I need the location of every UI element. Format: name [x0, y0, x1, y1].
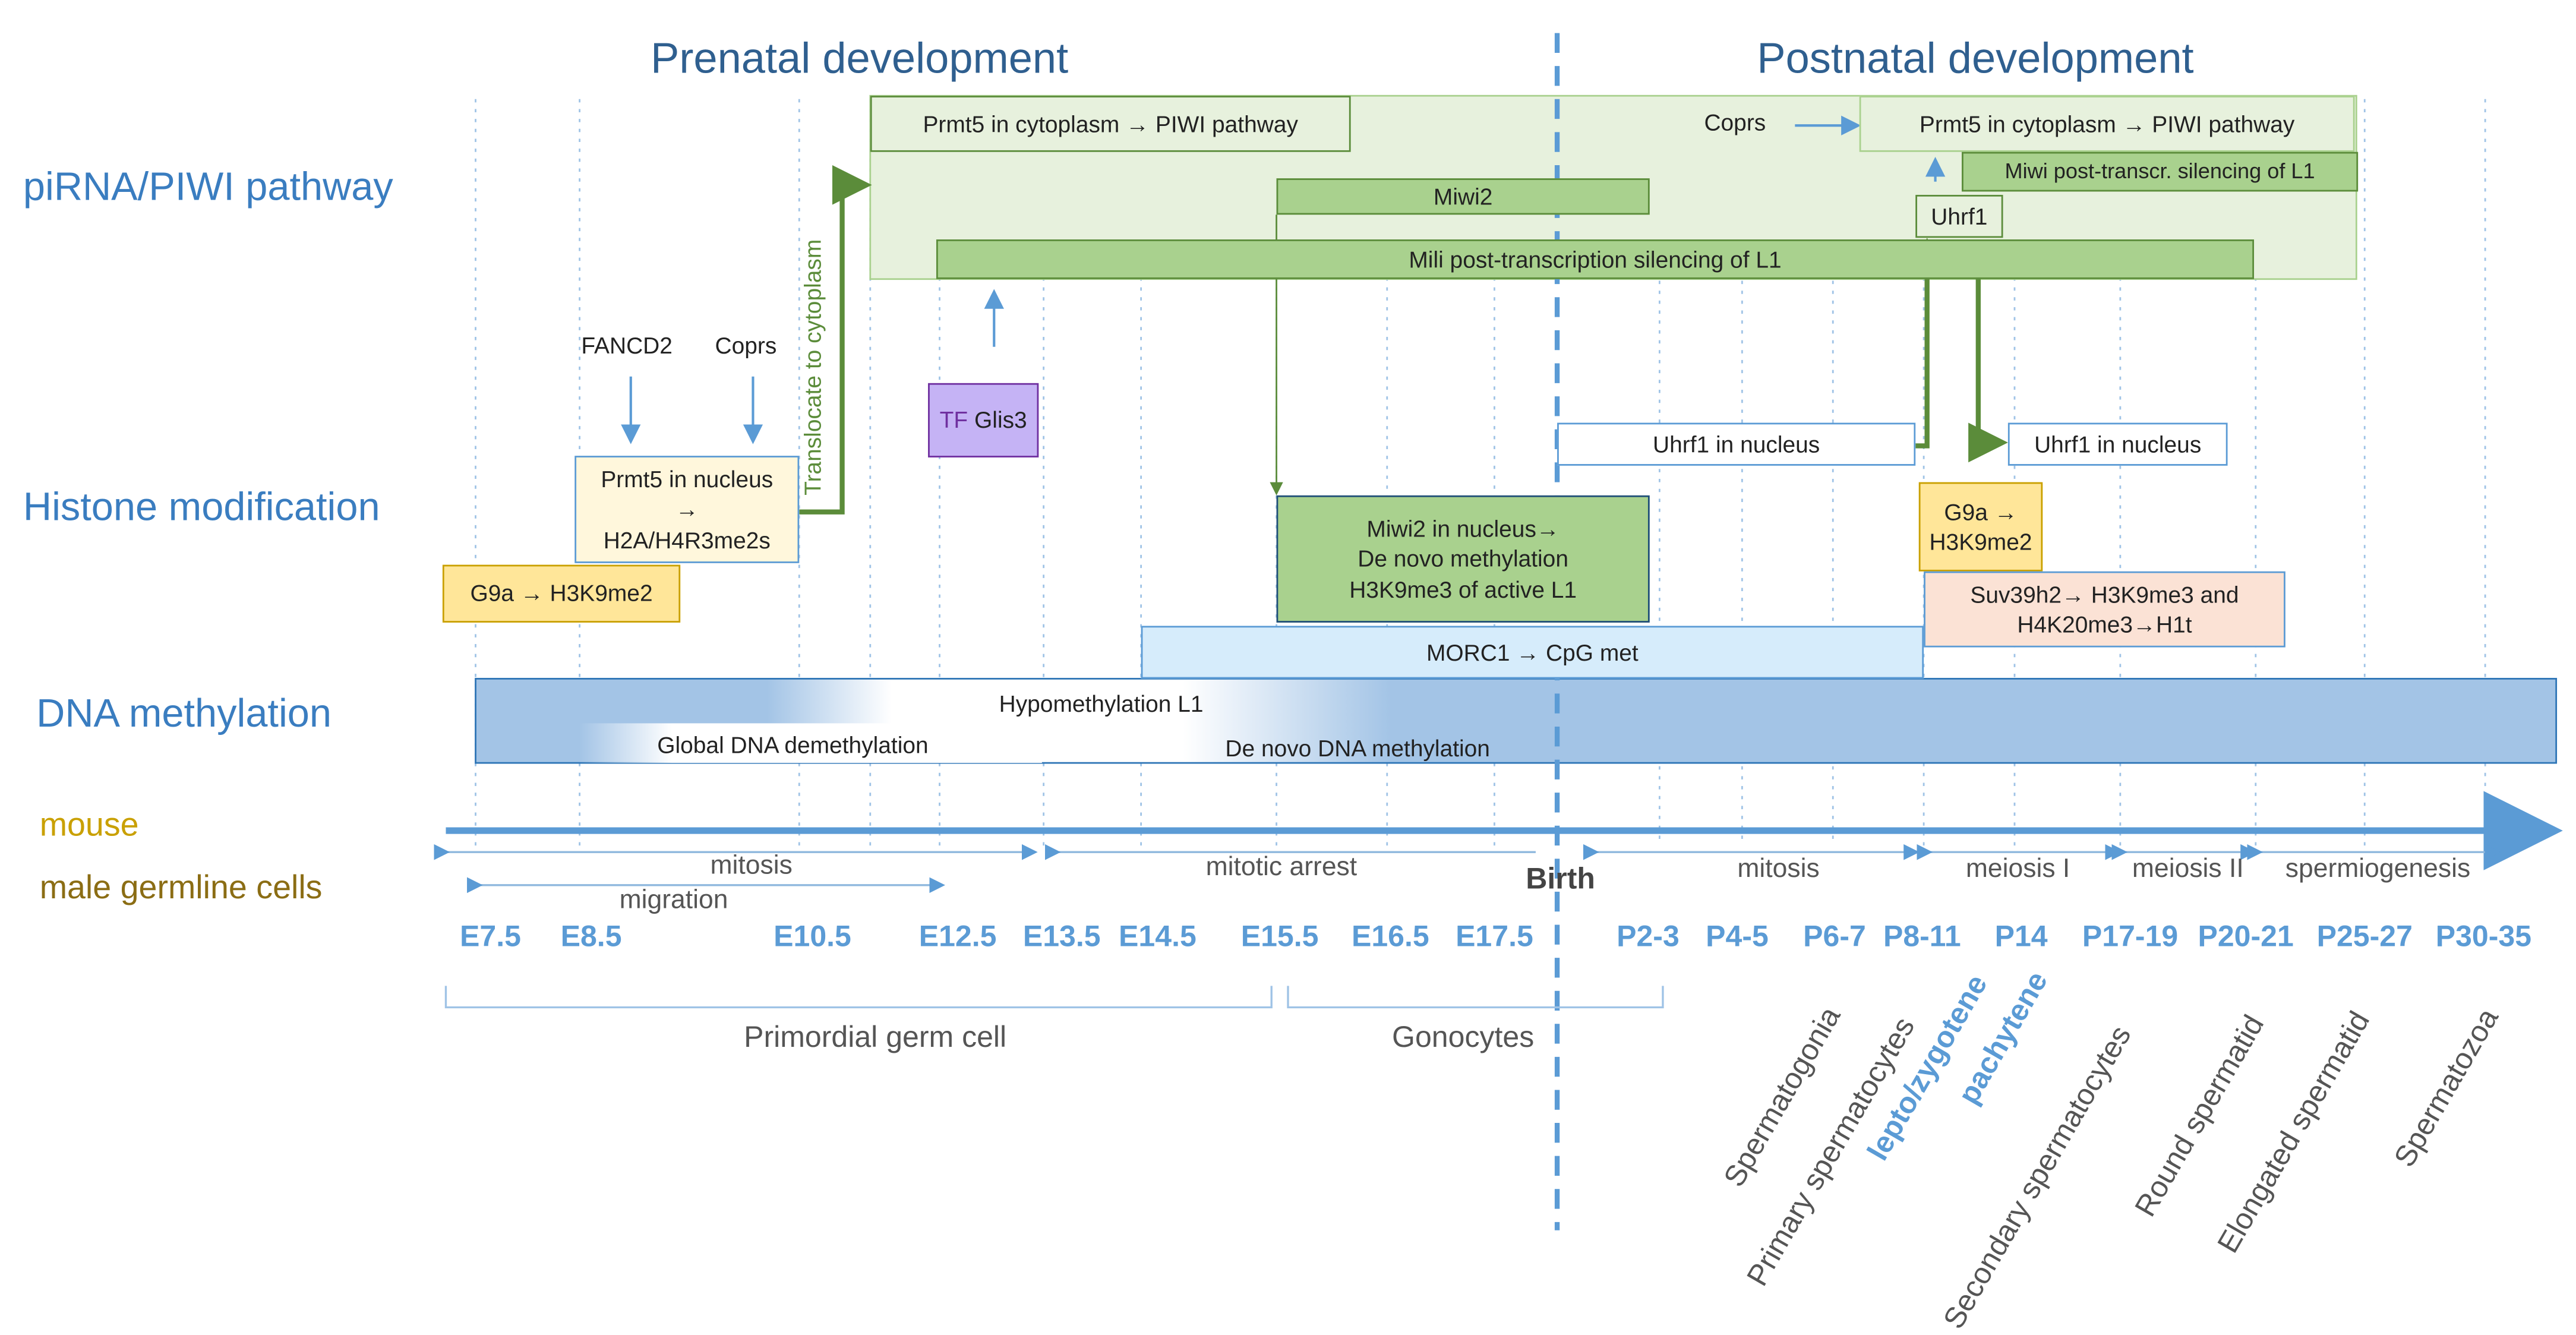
row-label-dna: DNA methylation — [36, 692, 332, 737]
tick-e17-5: E17.5 — [1456, 920, 1533, 953]
coprs-label-right: Coprs — [1704, 109, 1766, 135]
uhrf1-nucleus-right-box: Uhrf1 in nucleus — [2007, 422, 2228, 466]
tick-e8-5: E8.5 — [560, 920, 622, 953]
g9a-left-box: G9a → H3K9me2 — [442, 564, 681, 623]
morc1-label: MORC1 → CpG met — [1426, 639, 1639, 665]
phase-mitosis2: mitosis — [1737, 855, 1820, 884]
phase-mitosis1: mitosis — [710, 852, 793, 880]
miwi2-nucleus-line2: De novo methylation — [1358, 545, 1569, 572]
g9a-right-line1: G9a → — [1944, 498, 2018, 525]
uhrf1-top-label: Uhrf1 — [1931, 203, 1988, 230]
miwi2-label: Miwi2 — [1433, 183, 1493, 210]
prmt5-cytoplasm-box-right: Prmt5 in cytoplasm → PIWI pathway — [1859, 96, 2355, 152]
denovo-dna-label: De novo DNA methylation — [1225, 734, 1490, 762]
miwi2-nucleus-line3: H3K9me3 of active L1 — [1349, 575, 1577, 602]
translocate-arrow — [799, 165, 872, 515]
phase-meiosis2: meiosis II — [2132, 855, 2244, 884]
suv39h2-line2: H4K20me3→H1t — [2017, 611, 2192, 637]
hypomethylation-label: Hypomethylation L1 — [999, 690, 1204, 717]
tf-prefix: TF — [939, 406, 968, 434]
tick-e14-5: E14.5 — [1119, 920, 1197, 953]
tick-p25-27: P25-27 — [2316, 920, 2413, 953]
suv39h2-box: Suv39h2→ H3K9me3 and H4K20me3→H1t — [1924, 571, 2285, 648]
global-demethylation-label: Global DNA demethylation — [657, 731, 929, 758]
miwi2-nucleus-box: Miwi2 in nucleus→ De novo methylation H3… — [1276, 495, 1650, 623]
tick-e15-5: E15.5 — [1240, 920, 1319, 953]
translocate-label: Translocate to cytoplasm — [799, 239, 826, 496]
phase-spermiogenesis: spermiogenesis — [2285, 855, 2471, 884]
prmt5-nucleus-line1: Prmt5 in nucleus — [601, 466, 774, 493]
mili-label: Mili post-transcription silencing of L1 — [1409, 245, 1782, 273]
uhrf1-nucleus-left-box: Uhrf1 in nucleus — [1557, 422, 1916, 466]
tick-p4-5: P4-5 — [1706, 920, 1769, 953]
prmt5-cytoplasm-label-right: Prmt5 in cytoplasm → PIWI pathway — [1919, 110, 2295, 137]
phase-meiosis1: meiosis I — [1965, 855, 2070, 884]
uhrf1-nucleus-right-label: Uhrf1 in nucleus — [2034, 431, 2202, 457]
tick-p6-7: P6-7 — [1803, 920, 1866, 953]
prmt5-nucleus-box: Prmt5 in nucleus → H2A/H4R3me2s — [574, 456, 800, 563]
prmt5-cytoplasm-box-left: Prmt5 in cytoplasm → PIWI pathway — [870, 96, 1351, 152]
miwi2-nucleus-line1: Miwi2 in nucleus→ — [1366, 515, 1560, 542]
prmt5-cytoplasm-label-left: Prmt5 in cytoplasm → PIWI pathway — [923, 110, 1298, 137]
miwi-post-box: Miwi post-transcr. silencing of L1 — [1962, 152, 2359, 192]
g9a-right-box: G9a → H3K9me2 — [1918, 482, 2043, 572]
miwi2-box: Miwi2 — [1276, 178, 1650, 215]
prmt5-nucleus-line2: → — [675, 496, 699, 523]
postnatal-header: Postnatal development — [1757, 33, 2194, 83]
miwi-post-label: Miwi post-transcr. silencing of L1 — [2004, 157, 2315, 183]
row-label-germline: male germline cells — [39, 870, 323, 907]
suv39h2-line1: Suv39h2→ H3K9me3 and — [1970, 580, 2239, 608]
uhrf1-top-box: Uhrf1 — [1915, 194, 2003, 238]
uhrf1-nucleus-left-label: Uhrf1 in nucleus — [1653, 431, 1820, 457]
tick-p30-35: P30-35 — [2435, 920, 2532, 953]
phase-migration: migration — [619, 886, 728, 915]
period-pgc: Primordial germ cell — [744, 1020, 1007, 1054]
tick-p8-11: P8-11 — [1883, 920, 1961, 953]
uhrf1-down-green-arrow — [1968, 257, 2008, 463]
tick-e10-5: E10.5 — [774, 920, 851, 953]
tick-e16-5: E16.5 — [1351, 920, 1429, 953]
morc1-box: MORC1 → CpG met — [1141, 626, 1924, 679]
mili-box: Mili post-transcription silencing of L1 — [936, 239, 2255, 279]
uhrf1-up-green-arrow — [1907, 238, 1947, 449]
g9a-left-label: G9a → H3K9me2 — [470, 580, 653, 607]
g9a-right-line2: H3K9me2 — [1929, 528, 2032, 555]
phase-mitotic-arrest: mitotic arrest — [1205, 854, 1358, 882]
row-label-pirna: piRNA/PIWI pathway — [23, 165, 393, 210]
row-label-mouse: mouse — [39, 807, 139, 844]
tick-e7-5: E7.5 — [460, 920, 521, 953]
tick-p20-21: P20-21 — [2198, 920, 2294, 953]
tick-p14: P14 — [1994, 920, 2048, 953]
tick-e12-5: E12.5 — [918, 920, 997, 953]
tick-e13-5: E13.5 — [1022, 920, 1101, 953]
tf-glis3-box: TF Glis3 — [928, 383, 1039, 457]
coprs-label-left: Coprs — [715, 332, 777, 359]
prmt5-nucleus-line3: H2A/H4R3me2s — [603, 526, 771, 553]
phase-birth: Birth — [1526, 861, 1595, 895]
tick-p2-3: P2-3 — [1617, 920, 1680, 953]
global-demethylation-band — [579, 723, 1042, 763]
gonocytes-bracket — [1287, 986, 1664, 1009]
tick-p17-19: P17-19 — [2082, 920, 2179, 953]
row-label-histone: Histone modification — [23, 485, 380, 531]
period-gonocytes: Gonocytes — [1392, 1020, 1535, 1054]
pgc-bracket — [444, 986, 1273, 1009]
prenatal-header: Prenatal development — [651, 33, 1069, 83]
fancd2-label: FANCD2 — [581, 332, 673, 359]
glis3-label: Glis3 — [974, 406, 1027, 434]
